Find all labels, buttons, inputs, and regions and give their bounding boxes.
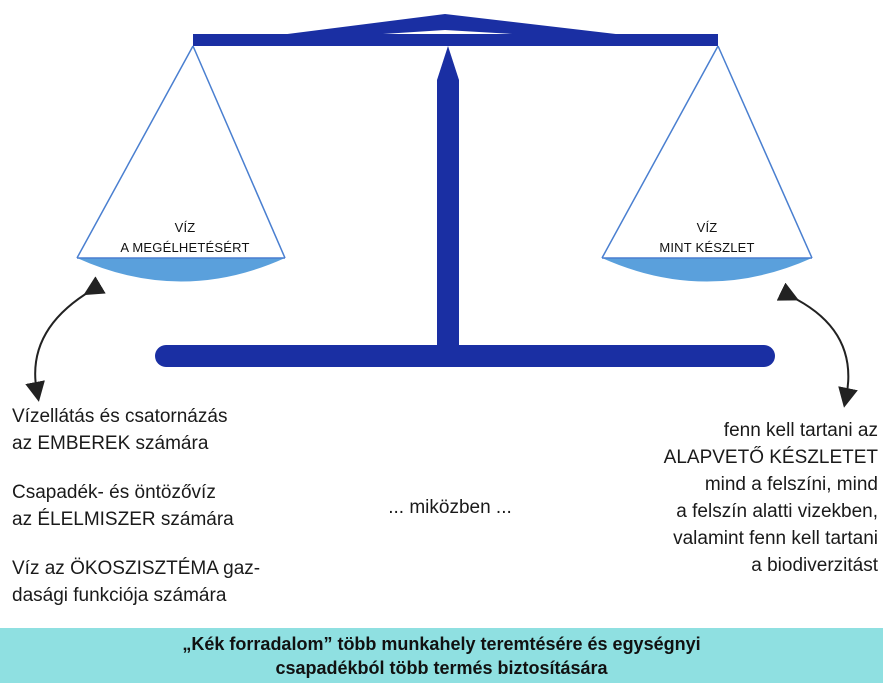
banner-line-2: csapadékból több termés biztosítására (275, 658, 608, 678)
left-pan-label: VÍZ A MEGÉLHETÉSÉRT (90, 218, 280, 258)
right-curved-arrow (776, 282, 858, 408)
left-column: Vízellátás és csatornázás az EMBEREK szá… (12, 403, 357, 609)
right-pan-string (601, 45, 719, 259)
left-pan-label-line1: VÍZ (174, 220, 196, 235)
left-curved-arrow (25, 276, 106, 402)
right-pan-string (717, 45, 813, 259)
right-column: fenn kell tartani az ALAPVETŐ KÉSZLETET … (572, 417, 878, 579)
left-item-1-line1: Vízellátás és csatornázás (12, 406, 228, 427)
right-line-1: fenn kell tartani az (723, 420, 878, 441)
blue-revolution-banner: „Kék forradalom” több munkahely teremtés… (0, 628, 883, 683)
scale-pillar (437, 46, 459, 345)
left-item-3-line1: Víz az ÖKOSZISZTÉMA gaz- (12, 558, 261, 579)
right-line-5: valamint fenn kell tartani (673, 528, 878, 549)
left-pan-label-line2: A MEGÉLHETÉSÉRT (120, 240, 250, 255)
right-line-4: a felszín alatti vizekben, (676, 501, 878, 522)
right-line-3: mind a felszíni, mind (704, 474, 878, 495)
right-pan (602, 258, 812, 282)
scale-beam-bar (193, 34, 718, 46)
left-item-2-line1: Csapadék- és öntözővíz (12, 482, 216, 503)
scale-base (155, 345, 775, 367)
left-item-1-line2: az EMBEREK számára (12, 433, 209, 454)
left-pan-string (192, 45, 286, 259)
left-pan-string (76, 45, 194, 259)
middle-text: ... miközben ... (388, 497, 512, 518)
right-pan-label-line1: VÍZ (696, 220, 718, 235)
banner-line-1: „Kék forradalom” több munkahely teremtés… (182, 634, 701, 654)
right-line-2: ALAPVETŐ KÉSZLETET (663, 447, 878, 468)
left-pan (77, 258, 285, 282)
right-line-6: a biodiverzitást (751, 555, 878, 576)
right-pan-label-line2: MINT KÉSZLET (659, 240, 755, 255)
right-pan-label: VÍZ MINT KÉSZLET (612, 218, 802, 258)
left-item-3-line2: dasági funkciója számára (12, 585, 227, 606)
left-item-2-line2: az ÉLELMISZER számára (12, 509, 234, 530)
